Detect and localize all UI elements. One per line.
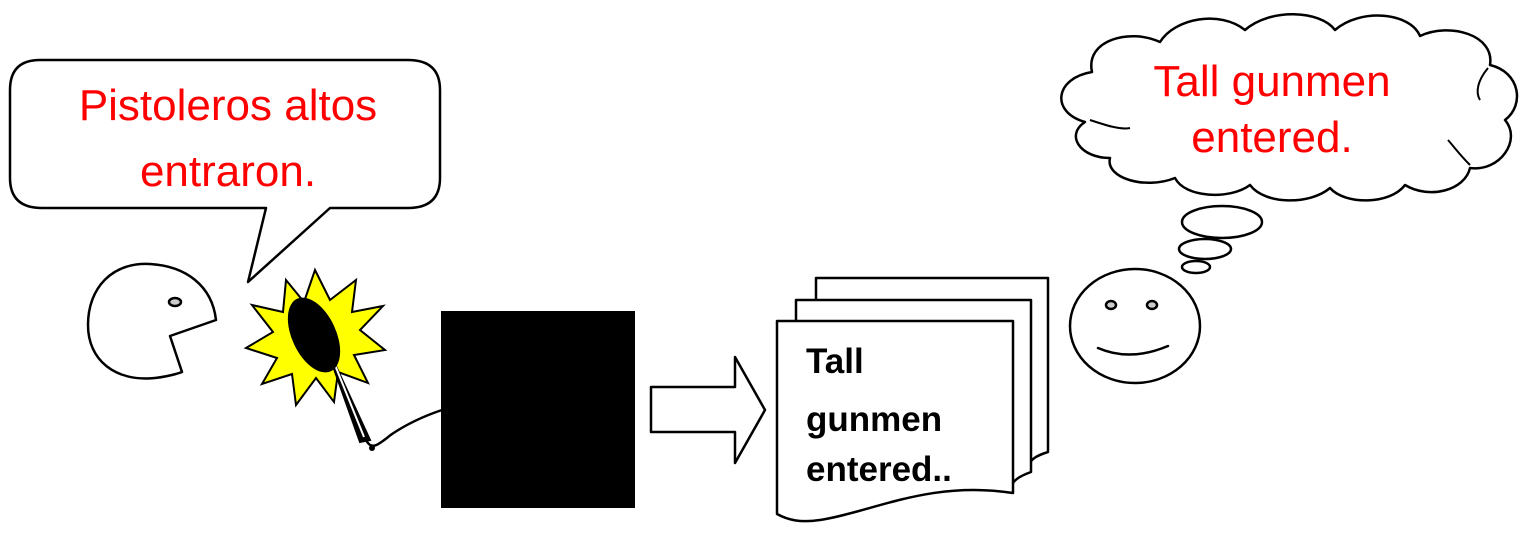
black-box (441, 311, 635, 508)
thought-circle-large (1180, 204, 1264, 240)
thought-circle-small (1180, 259, 1212, 275)
speech-bubble: Pistoleros altos entraron. (8, 58, 442, 284)
speaker-eye (167, 296, 183, 308)
microphone-icon (287, 297, 443, 451)
speech-line-1: Pistoleros altos (79, 81, 377, 130)
microphone-group (243, 267, 443, 451)
document-line-3: entered.. (806, 450, 952, 489)
document-line-1: Tall (806, 342, 864, 381)
listener-mouth (1096, 344, 1170, 356)
listener-left-eye (1104, 299, 1118, 311)
document-line-2: gunmen (806, 400, 942, 439)
document-front (775, 319, 1015, 523)
right-arrow-icon (649, 355, 767, 465)
thought-line-2: entered. (1191, 113, 1352, 162)
thought-line-1: Tall gunmen (1153, 57, 1390, 106)
speech-line-2: entraron. (140, 147, 316, 196)
pacman-face-icon (86, 262, 218, 380)
microphone-cable (364, 408, 443, 447)
listener-right-eye (1145, 299, 1159, 311)
smiley-face-icon (1068, 267, 1202, 385)
document-stack: Tall gunmen entered.. (775, 276, 1050, 523)
thought-cloud: Tall gunmen entered. (1060, 13, 1519, 275)
thought-circle-medium (1177, 237, 1233, 261)
